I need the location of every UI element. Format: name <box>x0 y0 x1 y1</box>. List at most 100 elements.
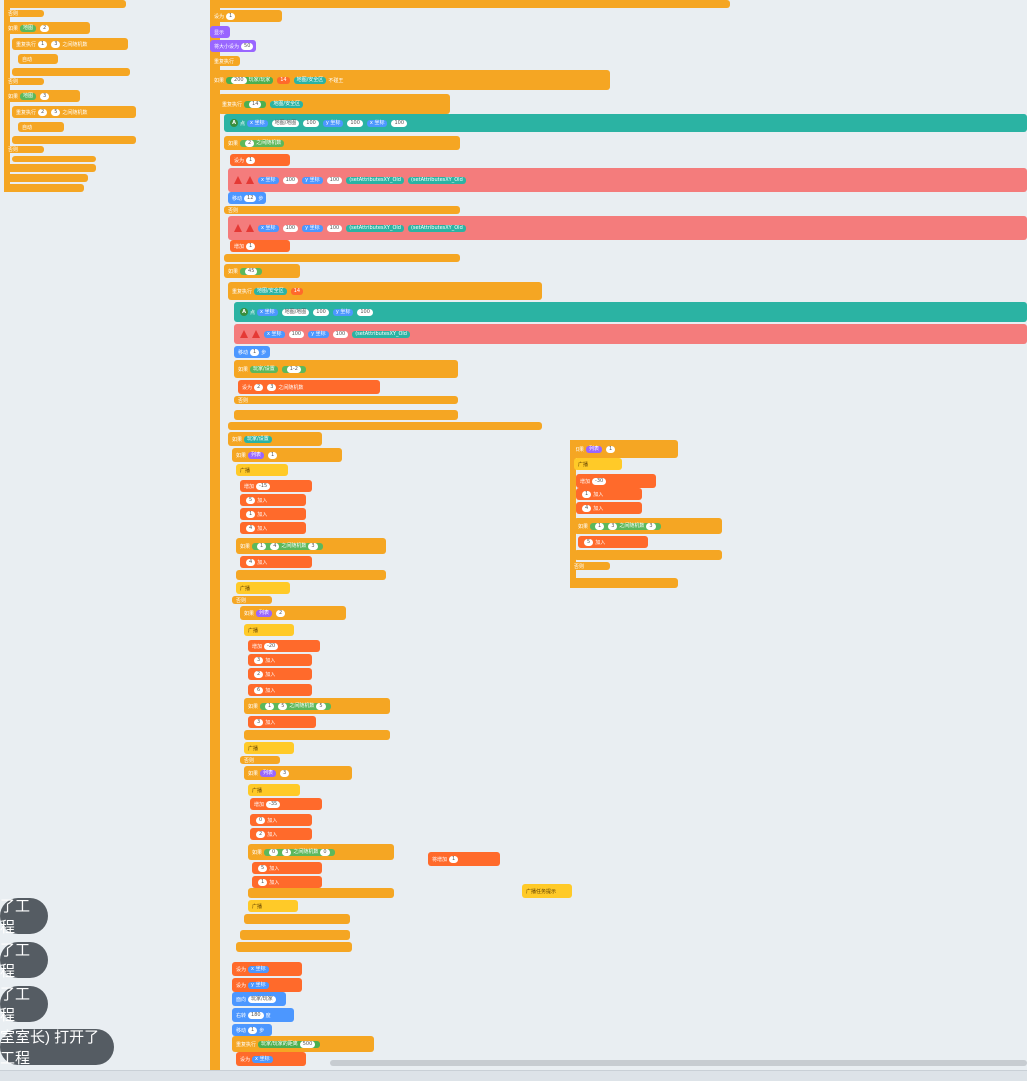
floating-else[interactable]: 否则 <box>570 562 610 570</box>
triangle-icon <box>252 330 260 338</box>
end-if-6 <box>244 914 350 924</box>
horizontal-scrollbar[interactable] <box>330 1060 1027 1066</box>
if-player-block[interactable]: 如果玩家/设置 <box>228 432 322 446</box>
left-set-block-2[interactable]: 自动 <box>18 122 64 132</box>
broadcast-block-6[interactable]: 广播 <box>248 900 298 912</box>
broadcast-block-1[interactable]: 广播 <box>236 464 288 476</box>
else-text: 否则 <box>8 79 19 85</box>
end-if-8 <box>236 942 352 952</box>
else-row-4[interactable]: 否则 <box>240 756 280 764</box>
size-value[interactable]: 50 <box>241 42 254 50</box>
left-close-2 <box>4 174 88 182</box>
end-if-4 <box>244 730 390 740</box>
change-block-1[interactable]: 增加-15 <box>240 480 312 492</box>
left-end-block-2 <box>12 136 136 144</box>
else-row-1[interactable]: 否则 <box>224 206 460 214</box>
change-block-3[interactable]: 增加-35 <box>250 798 322 810</box>
floating-arm <box>570 440 576 588</box>
floating-close <box>570 578 678 588</box>
repeat-block[interactable]: 重复执行 <box>210 56 240 66</box>
auto-text: 自动 <box>22 56 33 63</box>
change-block-2[interactable]: 增加-20 <box>248 640 320 652</box>
left-close-1 <box>4 164 96 172</box>
left-else-label[interactable]: 否则 <box>4 10 44 17</box>
left-set-block[interactable]: 自动 <box>18 54 58 64</box>
end-repeat-2 <box>228 422 542 430</box>
broadcast-block-5[interactable]: 广播 <box>248 784 300 796</box>
floating-end-if <box>574 550 722 560</box>
random-text: 之间随机数 <box>62 41 88 48</box>
show-block[interactable]: 显示 <box>210 26 230 38</box>
floating-change[interactable]: 增加-30 <box>576 474 656 488</box>
else-row-2[interactable]: 否则 <box>234 396 458 404</box>
floating-broadcast-2[interactable]: 广播任务提示 <box>522 884 572 898</box>
repeat-text: 重复执行 <box>16 41 37 48</box>
broadcast-block-3[interactable]: 广播 <box>244 624 294 636</box>
broadcast-block-4[interactable]: 广播 <box>244 742 294 754</box>
left-else-label-2[interactable]: 否则 <box>4 78 44 85</box>
broadcast-block-2[interactable]: 广播 <box>236 582 290 594</box>
face-block[interactable]: 面向玩家/玩家 <box>232 992 286 1006</box>
main-top-block[interactable] <box>210 0 730 8</box>
condition[interactable]: 地图 <box>20 92 37 100</box>
floating-broadcast[interactable]: 广播 <box>574 458 622 470</box>
left-else-label-3[interactable]: 否则 <box>4 146 44 153</box>
else-row-3[interactable]: 否则 <box>232 596 272 604</box>
left-top-block[interactable] <box>4 0 126 8</box>
condition[interactable]: 地图 <box>20 24 37 32</box>
